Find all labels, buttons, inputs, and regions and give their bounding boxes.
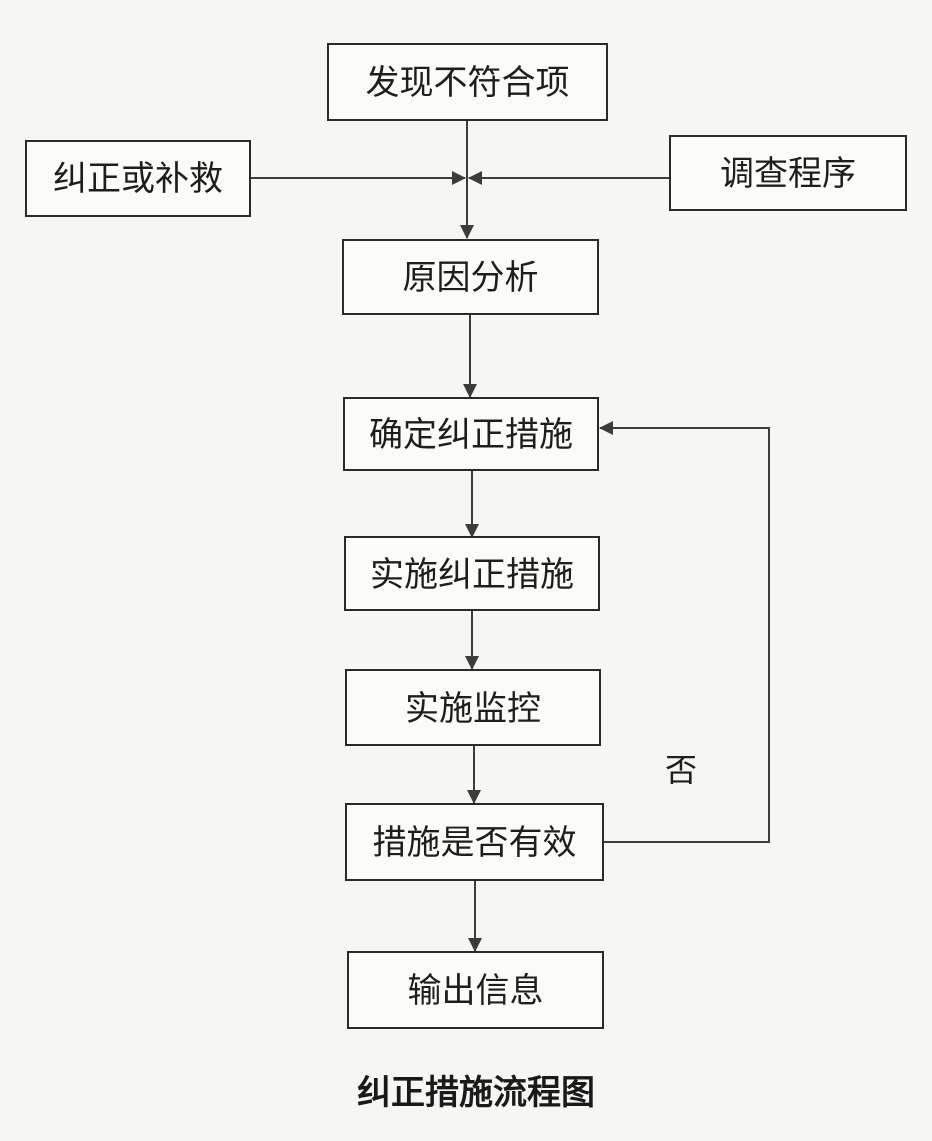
node-output-information: 输出信息 [347, 951, 604, 1029]
node-label: 输出信息 [408, 971, 544, 1011]
edge-feedback-no [599, 421, 770, 843]
node-determine-corrective-action: 确定纠正措施 [343, 397, 599, 471]
node-label: 发现不符合项 [366, 63, 570, 103]
node-implement-corrective-action: 实施纠正措施 [344, 536, 600, 611]
node-label: 调查程序 [720, 154, 856, 194]
node-label: 实施监控 [405, 689, 541, 729]
diagram-caption: 纠正措施流程图 [357, 1073, 595, 1113]
node-label: 纠正或补救 [53, 159, 223, 199]
edges [250, 120, 770, 952]
node-cause-analysis: 原因分析 [342, 239, 599, 315]
node-implement-monitoring: 实施监控 [345, 669, 601, 746]
node-label: 措施是否有效 [373, 823, 577, 863]
node-investigation-procedure: 调查程序 [669, 135, 907, 211]
node-action-effective-check: 措施是否有效 [345, 803, 604, 881]
node-label: 原因分析 [403, 258, 539, 298]
node-label: 确定纠正措施 [369, 415, 573, 455]
node-label: 实施纠正措施 [370, 555, 574, 595]
node-correct-or-remedy: 纠正或补救 [25, 140, 251, 217]
edge-label-no: 否 [665, 751, 697, 789]
node-find-nonconformity: 发现不符合项 [327, 43, 608, 121]
